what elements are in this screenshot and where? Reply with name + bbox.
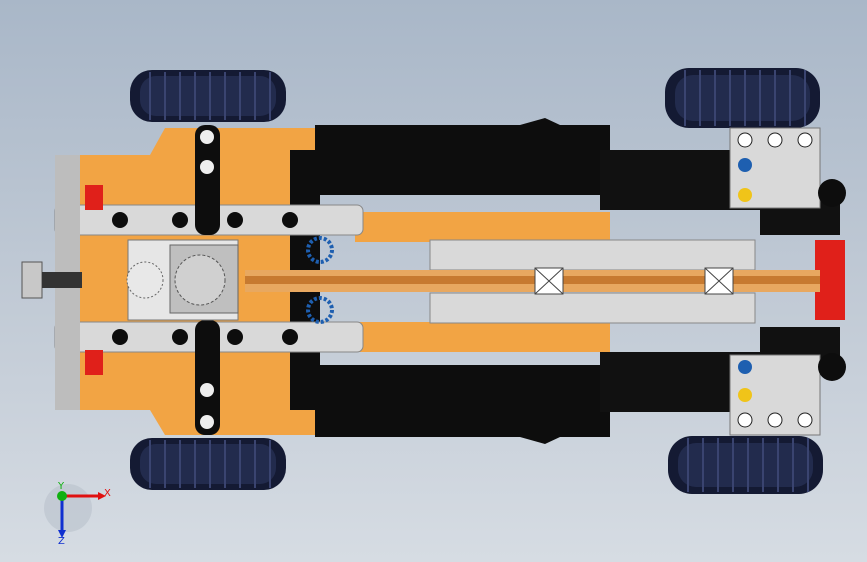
coordinate-triad: X Y Z: [44, 481, 111, 547]
rear-right-tire: [668, 436, 823, 494]
drive-shaft: [245, 267, 820, 295]
differential: [126, 239, 239, 321]
y-axis-dot: [57, 491, 67, 501]
front-right-tire: [130, 438, 286, 490]
front-pinion: [21, 261, 82, 299]
chassis-beams: [54, 155, 756, 410]
blue-gear: [306, 236, 334, 324]
y-axis-label: Y: [57, 481, 65, 492]
z-axis-label: Z: [58, 536, 65, 547]
rear-left-tire: [665, 68, 820, 128]
x-axis-label: X: [104, 488, 111, 499]
rear-hubs: [729, 127, 846, 436]
steering-links: [195, 125, 220, 435]
front-left-tire: [130, 70, 286, 122]
